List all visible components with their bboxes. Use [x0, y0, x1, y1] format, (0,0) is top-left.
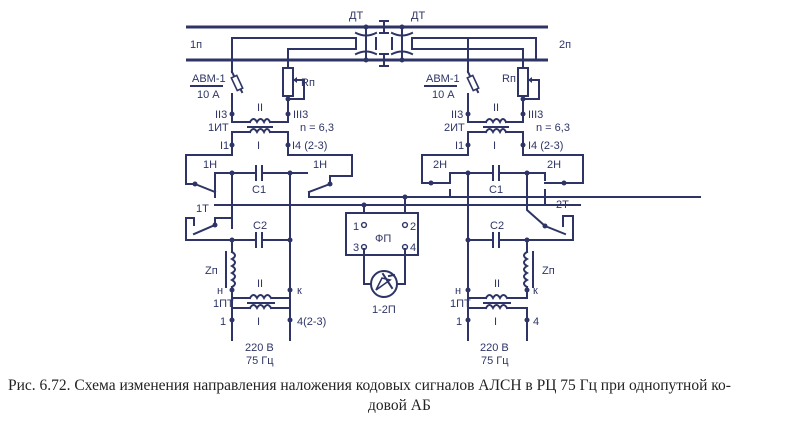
pt-winding-I-right: I	[494, 316, 497, 328]
ratio-label-right: n = 6,3	[536, 122, 570, 134]
term-I4-right: I4 (2-3)	[528, 140, 563, 152]
supply-voltage-left: 220 В	[245, 342, 274, 354]
pt-term-k-left: к	[297, 285, 302, 297]
lead-left-top	[231, 37, 357, 61]
insulating-joint-top	[379, 20, 389, 34]
term-I1-right: I1	[455, 140, 464, 152]
supply-voltage-right: 220 В	[480, 342, 509, 354]
capacitor-C2-right: С2	[490, 220, 504, 232]
breaker-icon-left	[230, 74, 244, 92]
pt-winding-II-right: II	[494, 278, 500, 290]
term-II3-right: II3	[451, 109, 463, 121]
pt-term-4-right: 4	[533, 316, 539, 328]
breaker-label-right: АВМ-1	[426, 73, 460, 85]
pt-winding-I-left: I	[257, 316, 260, 328]
breaker-icon-right	[466, 74, 480, 92]
pt-term-1-left: 1	[220, 316, 226, 328]
resistor-label-right: Rп	[502, 73, 516, 85]
supply-freq-right: 75 Гц	[481, 355, 509, 367]
relay-contact-2H-left: 2Н	[433, 159, 447, 171]
pt-term-n-right: н	[455, 285, 461, 297]
resistor-icon-left	[282, 67, 294, 97]
pt-transformer-label-right: 1ПТ	[450, 298, 471, 310]
caption-line-2: довой АБ	[368, 397, 431, 414]
section-label-right: 2п	[559, 39, 571, 51]
pt-term-4-left: 4(2-3)	[297, 316, 326, 328]
relay-1-2P-label: 1-2П	[372, 304, 396, 316]
term-III3-left: III3	[293, 109, 308, 121]
lead-right-bottom	[411, 48, 524, 61]
pt-term-n-left: н	[217, 285, 223, 297]
relay-contact-1T-left: 1Т	[196, 203, 209, 215]
transformer-label-left: 1ИТ	[208, 122, 229, 134]
caption-line-1: Рис. 6.72. Схема изменения направления н…	[8, 377, 731, 394]
ratio-label-left: n = 6,3	[300, 122, 334, 134]
resistor-icon-right	[517, 67, 529, 97]
transformer-label-right: 2ИТ	[444, 122, 465, 134]
winding-I-left: I	[257, 140, 260, 152]
term-I4-left: I4 (2-3)	[292, 140, 327, 152]
pt-transformer-label-left: 1ПТ	[213, 298, 234, 310]
pt-term-1-right: 1	[456, 316, 462, 328]
pt-term-k-right: к	[533, 285, 538, 297]
breaker-label-left: АВМ-1	[192, 73, 226, 85]
choke-label-right: ДТ	[411, 10, 425, 22]
capacitor-C2-left: С2	[253, 220, 267, 232]
filter-term-1: 1	[353, 221, 359, 233]
relay-contact-1H-left: 1Н	[203, 159, 217, 171]
filter-term-4: 4	[410, 242, 416, 254]
filter-term-2: 2	[410, 221, 416, 233]
right-end: АВМ-1 10 А Rп II3 III3 II 2ИТ n = 6,3 I1…	[421, 37, 584, 367]
reactor-label-left: Zп	[205, 265, 218, 277]
breaker-rating-left: 10 А	[197, 89, 220, 101]
lead-right-top	[411, 37, 537, 61]
circuit-schematic: 1п 2п ДТ ДТ АВМ-1 1	[185, 10, 701, 367]
center-block: 1 2 3 4 ФП 1-2П	[345, 194, 419, 316]
supply-freq-left: 75 Гц	[246, 355, 274, 367]
filter-label: ФП	[375, 233, 391, 245]
relay-contact-1H-right: 1Н	[313, 159, 327, 171]
winding-I-right: I	[493, 140, 496, 152]
insulating-joint-bottom	[379, 53, 389, 67]
term-II3-left: II3	[215, 109, 227, 121]
choke-transformer-right: ДТ	[390, 10, 425, 63]
winding-II-right: II	[493, 102, 499, 114]
term-III3-right: III3	[528, 109, 543, 121]
reactor-coil-left	[230, 250, 236, 289]
relay-contact-2H-right: 2Н	[547, 159, 561, 171]
capacitor-C1-left: С1	[252, 184, 266, 196]
pt-winding-II-left: II	[257, 278, 263, 290]
winding-I-coil-left	[248, 128, 272, 135]
reactor-label-right: Zп	[542, 265, 555, 277]
breaker-rating-right: 10 А	[432, 89, 455, 101]
section-label-left: 1п	[190, 39, 202, 51]
winding-II-coil-left	[248, 118, 272, 125]
capacitor-C1-right: С1	[489, 184, 503, 196]
filter-term-3: 3	[353, 242, 359, 254]
left-end: АВМ-1 10 А Rп II3 III3 II 1ИТ n = 6,3 I1…	[185, 59, 701, 367]
resistor-label-left: Rп	[301, 77, 315, 89]
choke-label-left: ДТ	[349, 10, 363, 22]
term-I1-left: I1	[220, 140, 229, 152]
lead-left-bottom	[287, 48, 357, 61]
winding-II-left: II	[257, 102, 263, 114]
choke-transformer-left: ДТ	[349, 10, 378, 63]
